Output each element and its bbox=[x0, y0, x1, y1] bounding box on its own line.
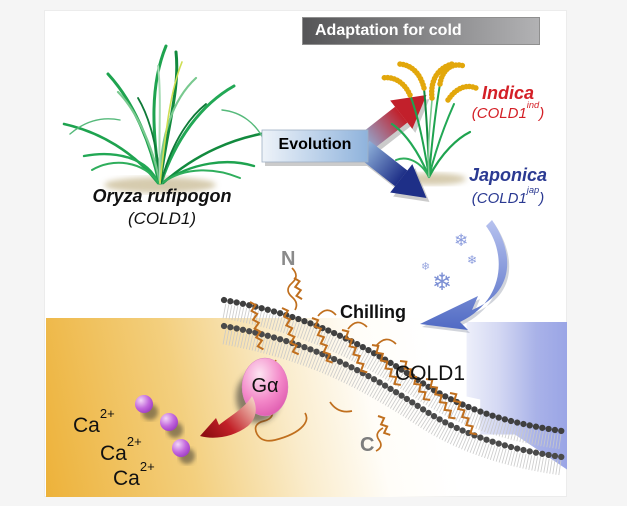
japonica-gene-label: (COLD1jap) bbox=[471, 184, 545, 207]
evolution-label: Evolution bbox=[278, 136, 352, 153]
chilling-label: Chilling bbox=[340, 302, 406, 322]
indica-gene-label: (COLD1ind) bbox=[471, 99, 545, 122]
n-terminus-label: N bbox=[281, 248, 296, 270]
adaptation-header: Adaptation for cold bbox=[302, 17, 540, 45]
calcium-label: Ca2+ bbox=[100, 434, 142, 465]
calcium-label: Ca2+ bbox=[73, 406, 115, 437]
japonica-label: Japonica bbox=[468, 165, 548, 185]
calcium-label: Ca2+ bbox=[113, 459, 155, 490]
adaptation-header-title: Adaptation for cold bbox=[315, 22, 462, 39]
oryza-gene-label: (COLD1) bbox=[127, 209, 196, 228]
c-terminus-label: C bbox=[360, 434, 375, 456]
cold1-protein-label: COLD1 bbox=[395, 362, 466, 385]
g-alpha-label: Gα bbox=[251, 375, 279, 397]
oryza-rufipogon-label: Oryza rufipogon bbox=[92, 186, 232, 206]
indica-label: Indica bbox=[481, 83, 534, 103]
